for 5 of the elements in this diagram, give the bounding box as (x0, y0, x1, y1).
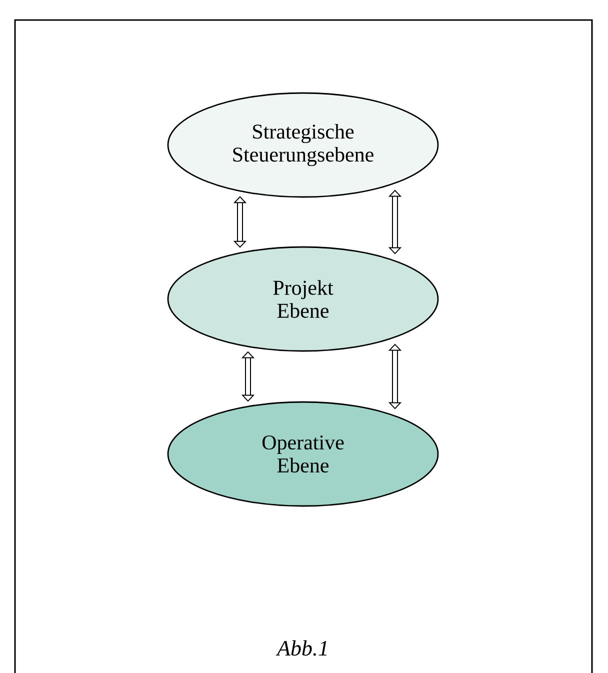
double-arrow (388, 344, 402, 410)
double-arrow (241, 351, 255, 402)
double-arrow (233, 196, 247, 248)
caption: Abb.1 (276, 640, 327, 656)
double-arrow (388, 190, 402, 254)
